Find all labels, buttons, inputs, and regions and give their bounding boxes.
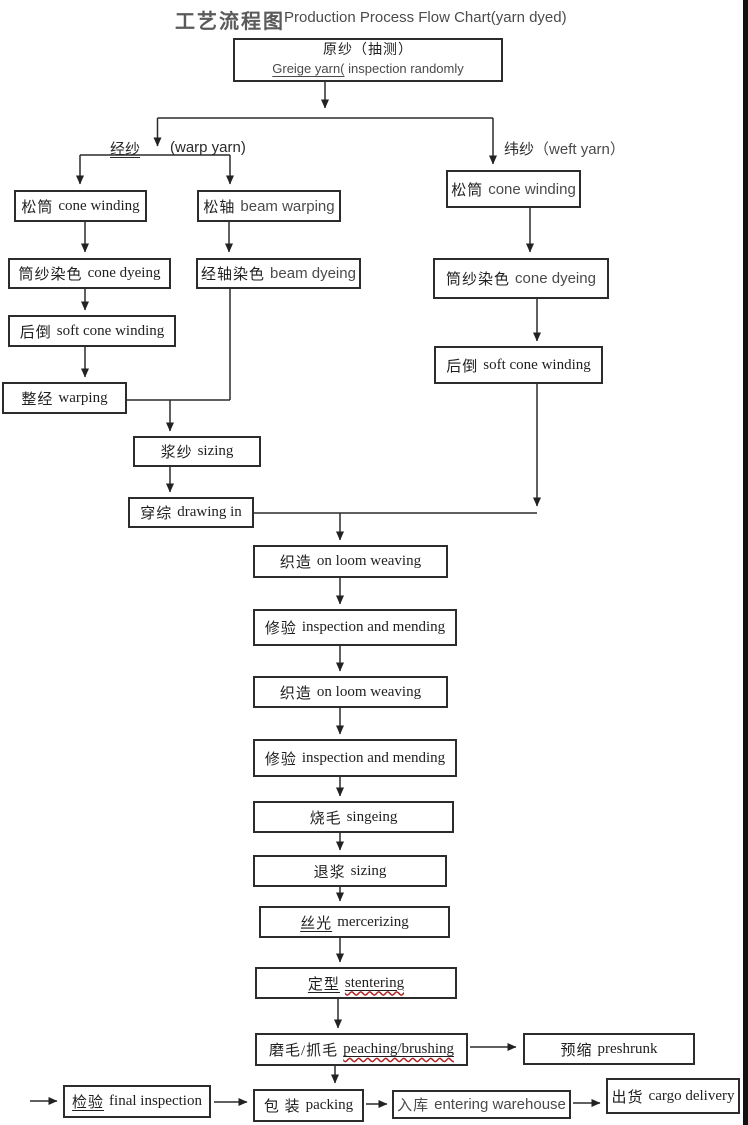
weft-yarn-label: 纬纱（weft yarn）: [504, 138, 625, 159]
page-title-chinese: 工艺流程图: [175, 11, 285, 33]
page-right-border: [743, 0, 748, 1125]
warp-yarn-label-en: (warp yarn): [170, 139, 246, 156]
page-title-english: Production Process Flow Chart(yarn dyed): [284, 9, 567, 26]
node-greige-yarn: 原纱（抽测） Greige yarn( inspection randomly: [233, 38, 503, 82]
weft-yarn-label-en: （weft yarn）: [534, 141, 625, 158]
node-greige-yarn-zh: 原纱（抽测）: [323, 43, 413, 59]
node-greige-yarn-en: Greige yarn( inspection randomly: [272, 60, 464, 76]
weft-yarn-label-zh: 纬纱: [504, 142, 535, 158]
warp-yarn-label-zh: 经纱: [110, 142, 141, 158]
